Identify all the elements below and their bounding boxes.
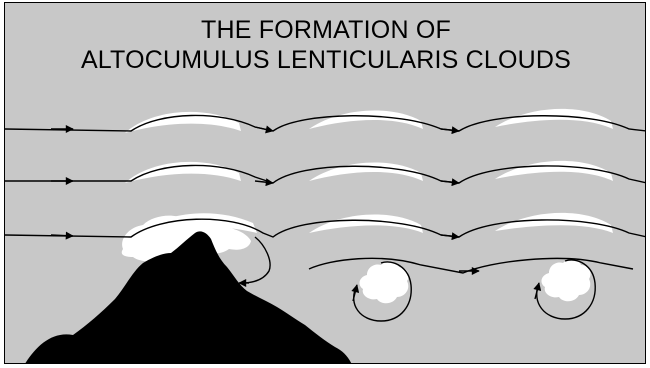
arrow-icon [441, 235, 459, 237]
flow-arrows [51, 127, 539, 301]
lenticular-cloud [125, 112, 241, 133]
rotor-cloud [542, 259, 591, 301]
arrow-icon [255, 181, 273, 183]
arrow-icon [441, 129, 459, 131]
lenticular-cloud [125, 162, 241, 183]
diagram-frame: THE FORMATION OF ALTOCUMULUS LENTICULARI… [4, 2, 646, 364]
lenticular-cloud [309, 215, 423, 233]
rotor-clouds [360, 259, 591, 303]
rotor-cloud [360, 261, 409, 303]
lenticular-cloud [309, 163, 423, 181]
arrow-icon [255, 127, 273, 131]
diagram-canvas [5, 3, 646, 364]
arrow-icon [441, 181, 459, 183]
mountain [23, 231, 353, 364]
lenticular-cloud [495, 161, 613, 181]
lenticular-cloud-row-2 [125, 161, 613, 183]
lenticular-cloud-row-1 [125, 109, 613, 133]
arrow-icon [51, 235, 73, 236]
